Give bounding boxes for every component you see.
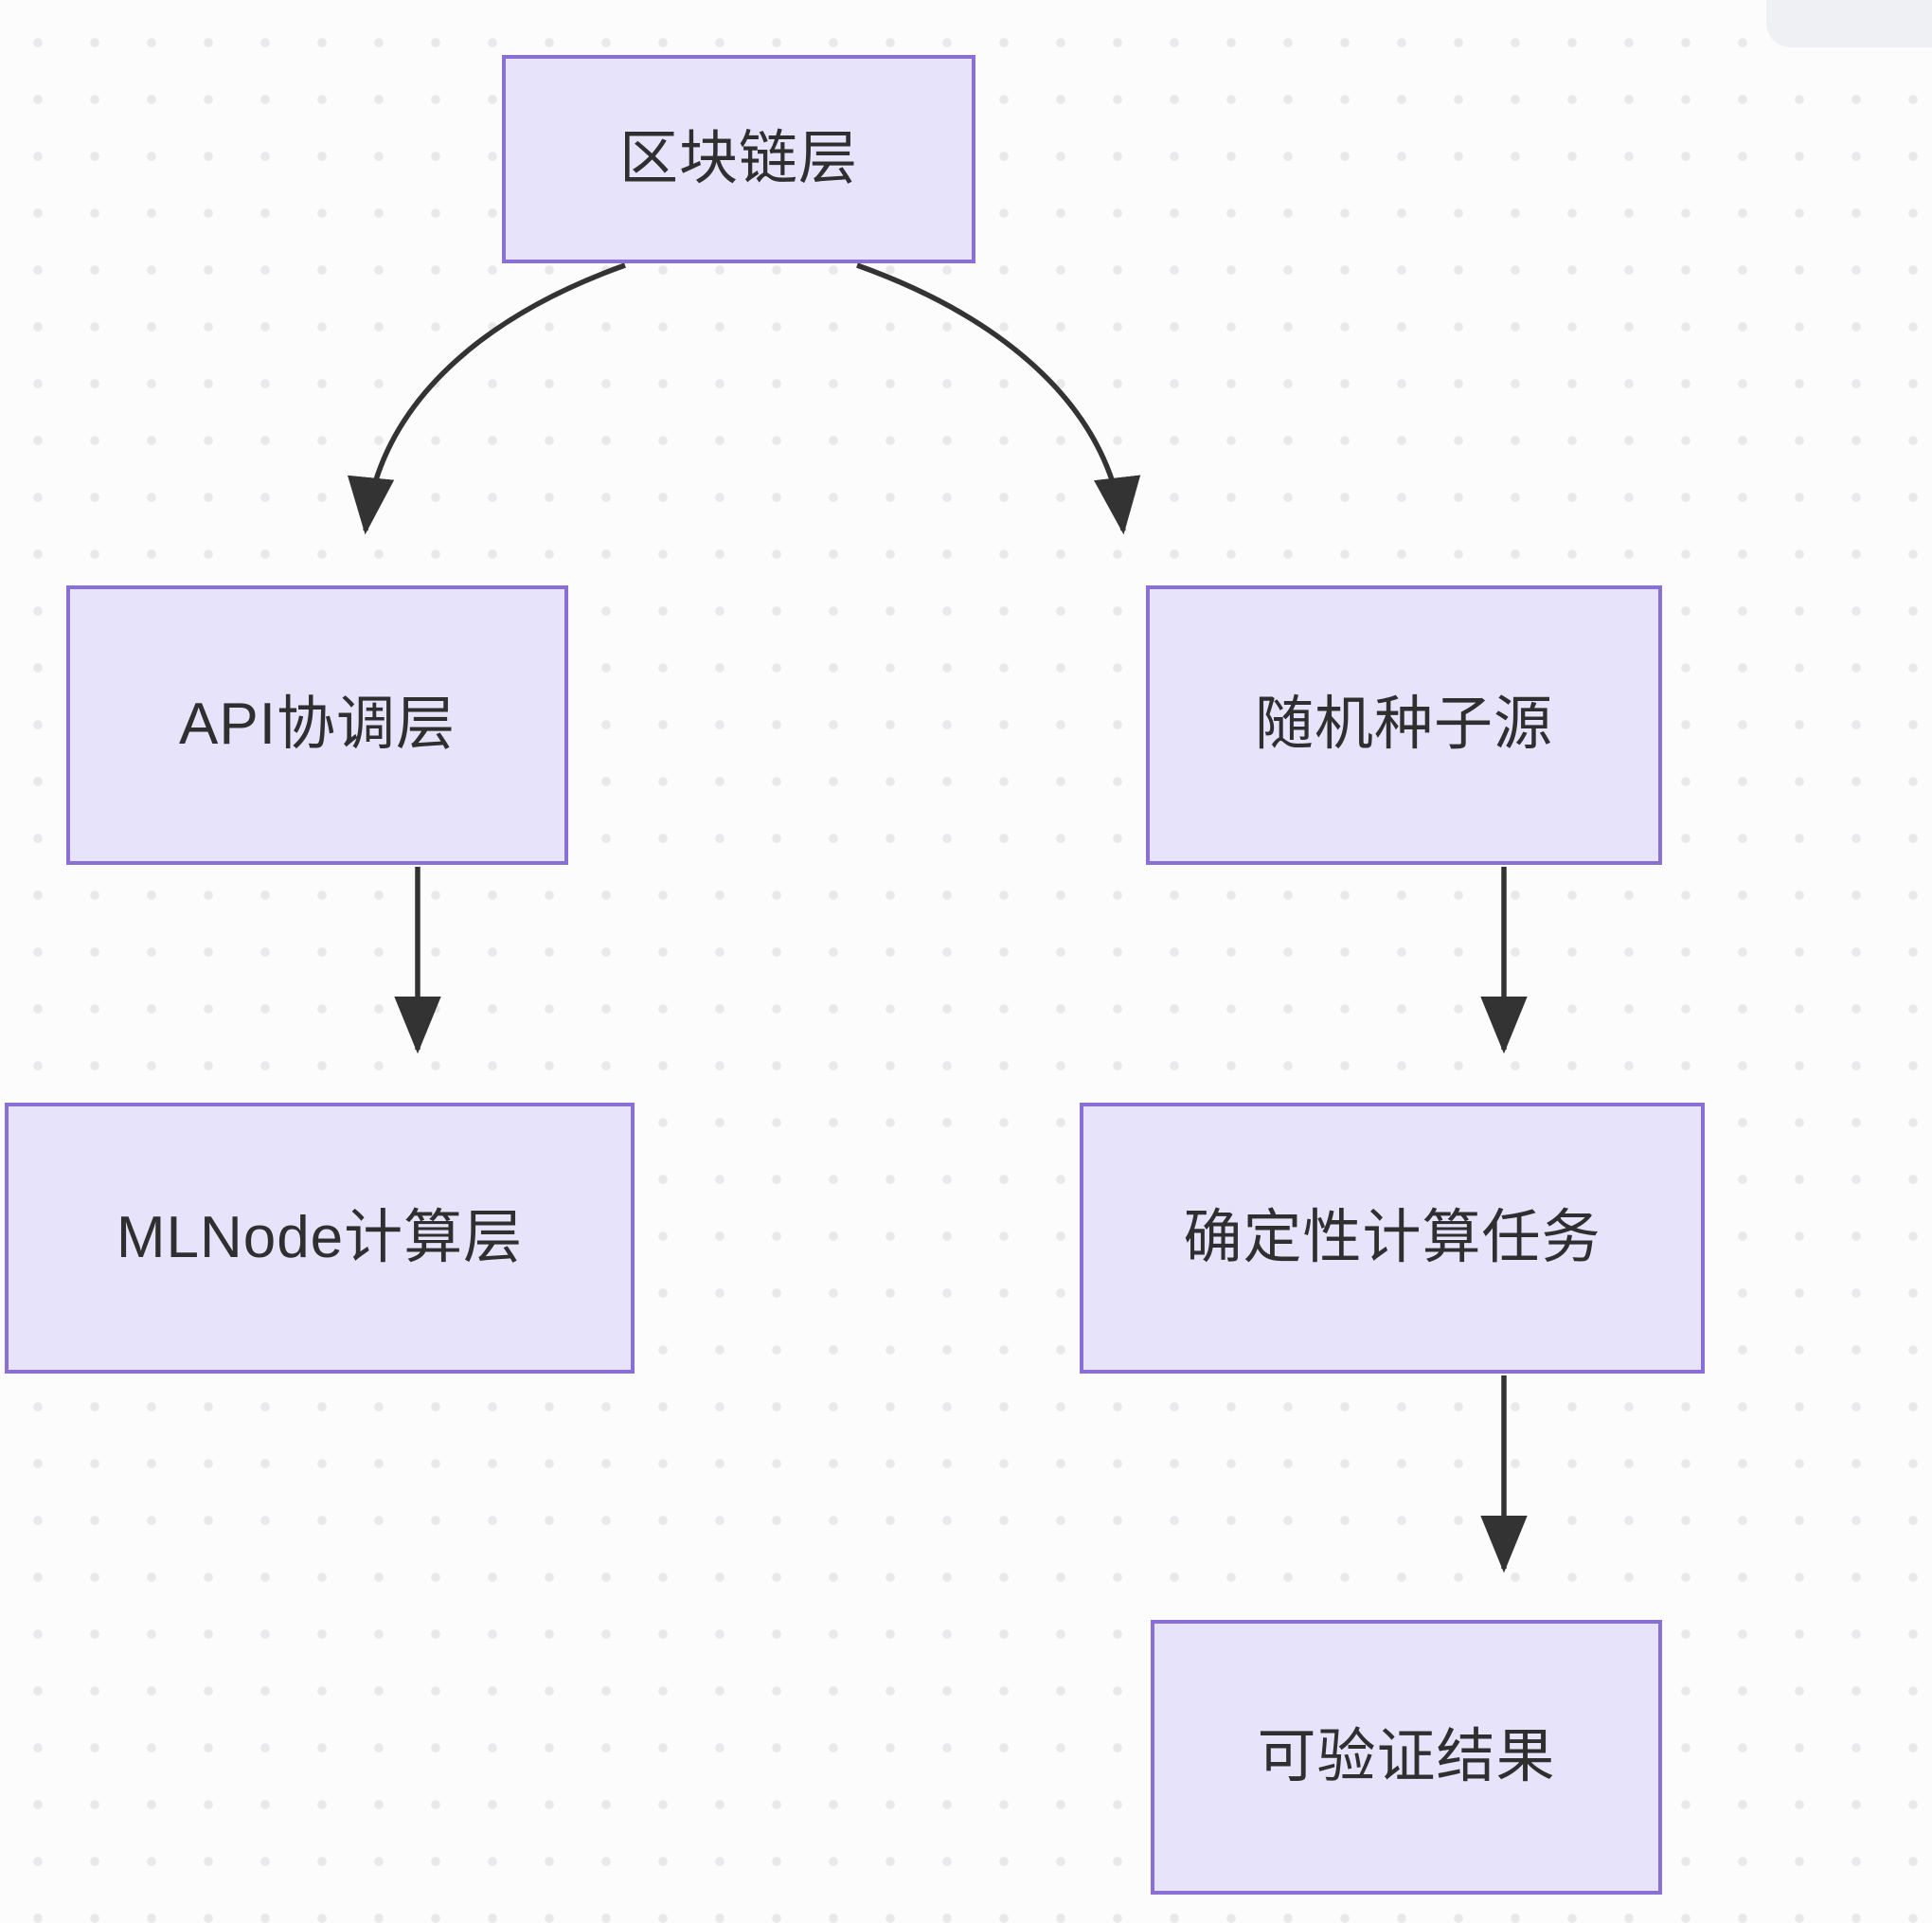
corner-panel xyxy=(1766,0,1932,47)
node-verifiable-result[interactable]: 可验证结果 xyxy=(1151,1620,1662,1895)
node-random-seed-source[interactable]: 随机种子源 xyxy=(1146,585,1662,865)
node-api-coordination[interactable]: API协调层 xyxy=(66,585,568,865)
node-label-mlnode-compute: MLNode计算层 xyxy=(116,1204,524,1270)
node-deterministic-task[interactable]: 确定性计算任务 xyxy=(1080,1103,1705,1374)
node-label-api-coordination: API协调层 xyxy=(179,692,456,758)
node-label-verifiable-result: 可验证结果 xyxy=(1257,1723,1556,1789)
edge-blockchain-to-api xyxy=(348,262,626,535)
node-mlnode-compute[interactable]: MLNode计算层 xyxy=(5,1103,635,1374)
node-label-deterministic-task: 确定性计算任务 xyxy=(1183,1204,1601,1270)
edge-blockchain-to-seed xyxy=(856,262,1141,535)
node-label-blockchain-layer: 区块链层 xyxy=(618,125,858,191)
node-blockchain-layer[interactable]: 区块链层 xyxy=(502,55,975,263)
node-label-random-seed-source: 随机种子源 xyxy=(1254,692,1553,758)
